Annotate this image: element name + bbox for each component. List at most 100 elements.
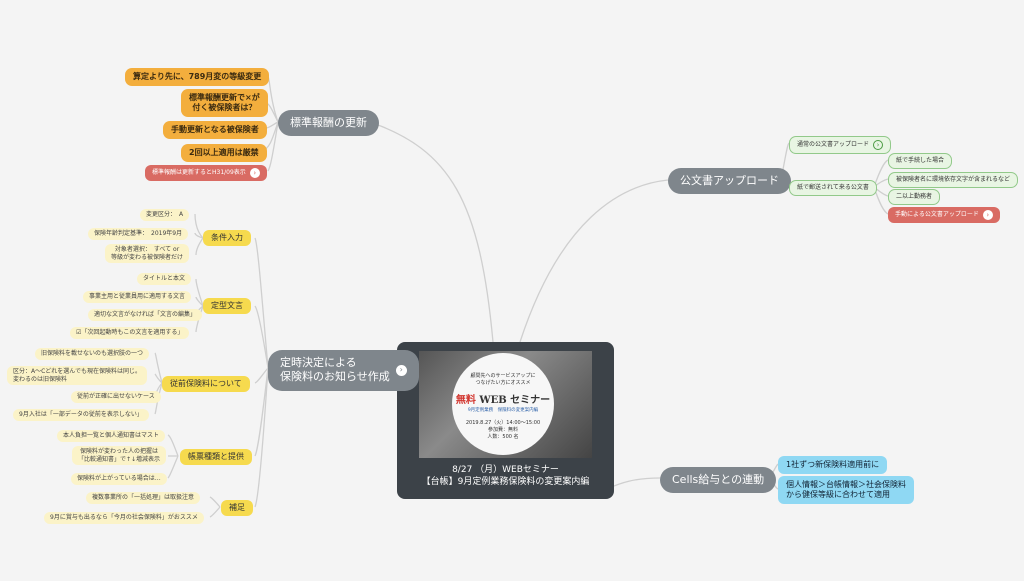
leaf-juzen-b[interactable]: 区分：A～Cどれを選んでも現在保険料は同じ。 変わるのは旧保険料: [7, 366, 147, 385]
subtopic-label: 条件入力: [211, 233, 243, 242]
topic-label-line1: 標準報酬更新で×が: [189, 93, 260, 102]
leaf-kobun-p1[interactable]: 紙で手続した場合: [888, 153, 953, 169]
topic-label: 算定より先に、789月変の等級変更: [133, 72, 262, 81]
seminar-label: WEB セミナー: [479, 395, 551, 406]
topic-standard-o2[interactable]: 標準報酬更新で×が 付く被保険者は？: [181, 89, 268, 117]
center-caption-line1: 8/27 （月）WEBセミナー: [452, 465, 559, 475]
topic-standard-o1[interactable]: 算定より先に、789月変の等級変更: [125, 68, 270, 86]
subtopic-label: 補足: [229, 503, 245, 512]
branch-kobun-label: 公文書アップロード: [680, 174, 779, 187]
leaf-label: ☑「次回起動時もこの文言を適用する」: [76, 329, 184, 336]
branch-teiji-notice[interactable]: 定時決定による 保険料のお知らせ作成 ›: [268, 350, 419, 391]
promo-line-1: 顧問先へのサービスアップに: [470, 373, 536, 379]
leaf-juzen-c[interactable]: 従前が正確に出せないケース: [71, 391, 161, 403]
leaf-label: 本人負担一覧と個人通知書はマスト: [63, 432, 160, 439]
topic-standard-r1[interactable]: 標準報酬は更新するとH31/09表示 ›: [145, 165, 267, 181]
arrow-right-circle-icon[interactable]: ›: [249, 168, 260, 178]
arrow-right-circle-icon[interactable]: ›: [873, 140, 884, 150]
topic-label-line1: 個人情報＞台帳情報＞社会保険料: [786, 480, 906, 489]
arrow-right-circle-icon[interactable]: ›: [395, 364, 407, 376]
seminar-capacity: 人数：500 名: [487, 434, 519, 441]
leaf-label: 二以上勤務者: [896, 193, 933, 200]
leaf-label-line2: 変わるのは旧保険料: [13, 375, 68, 383]
topic-label: 通常の公文書アップロード: [797, 141, 870, 149]
topic-label: 紙で郵送されて来る公文書: [797, 184, 869, 191]
topic-kobun-g2[interactable]: 紙で郵送されて来る公文書: [789, 180, 877, 196]
leaf-label-line1: 対象者選択： すべて or: [114, 246, 180, 253]
leaf-label: 9月入社は「一部データの従前を表示しない」: [19, 411, 143, 418]
branch-cells-label: Cells給与との連動: [672, 473, 765, 486]
leaf-label: 変更区分： A: [146, 211, 184, 218]
leaf-label-line1: 保険料が変わった人の把握は: [80, 448, 159, 455]
branch-teiji-line2: 保険料のお知らせ作成: [280, 370, 390, 384]
leaf-joken-a[interactable]: 変更区分： A: [140, 209, 190, 221]
leaf-label: 事業主用と従業員用に適用する文言: [89, 293, 186, 300]
leaf-chohyo-a[interactable]: 本人負担一覧と個人通知書はマスト: [57, 430, 166, 442]
leaf-label: 従前が正確に出せないケース: [77, 393, 155, 400]
center-caption-line2: 【台帳】9月定例業務保険料の変更案内編: [421, 477, 590, 488]
topic-cells-a[interactable]: 1社ずつ新保険料適用前に: [778, 456, 888, 474]
subtopic-hosoku[interactable]: 補足: [221, 500, 253, 516]
subtopic-label: 従前保険料について: [170, 379, 242, 388]
leaf-joken-c[interactable]: 対象者選択： すべて or 等級が変わる被保険者だけ: [105, 244, 190, 263]
branch-teiji-line1: 定時決定による: [280, 356, 357, 369]
leaf-label-line1: 区分：A～Cどれを選んでも現在保険料は同じ。: [13, 368, 141, 375]
leaf-kobun-p3[interactable]: 二以上勤務者: [888, 189, 941, 205]
topic-label: 手動更新となる被保険者: [171, 125, 259, 134]
topic-label-line2: から健保等級に合わせて適用: [786, 490, 890, 499]
leaf-label: 保険料が上がっている場合は…: [77, 475, 161, 482]
topic-kobun-g1[interactable]: 通常の公文書アップロード ›: [789, 136, 892, 154]
leaf-label: タイトルと本文: [143, 275, 186, 282]
topic-label: 2回以上適用は厳禁: [189, 148, 259, 157]
branch-kobun-upload[interactable]: 公文書アップロード: [668, 168, 791, 194]
seminar-banner-image: 顧問先へのサービスアップに つなげたい方にオススメ 無料 WEB セミナー 9月…: [419, 351, 592, 458]
leaf-hosoku-b[interactable]: 9月に賞与も出るなら「今月の社会保険料」がおススメ: [44, 512, 204, 524]
leaf-kobun-p2[interactable]: 被保険者名に環境依存文字が含まれるなど: [888, 172, 1019, 188]
topic-label: 1社ずつ新保険料適用前に: [786, 460, 880, 469]
leaf-label: 保険年齢判定基準： 2019年9月: [94, 230, 183, 237]
leaf-chohyo-b[interactable]: 保険料が変わった人の把握は 「比較通知書」で↑↓増減表示: [72, 446, 167, 465]
leaf-label: 適切な文言がなければ「文言の編集」: [94, 311, 197, 318]
free-label: 無料: [455, 395, 476, 406]
leaf-kobun-r1[interactable]: 手動による公文書アップロード ›: [888, 207, 1000, 223]
topic-cells-b[interactable]: 個人情報＞台帳情報＞社会保険料 から健保等級に合わせて適用: [778, 476, 914, 504]
leaf-label-line2: 等級が変わる被保険者だけ: [111, 253, 184, 261]
seminar-fee: 参加費：無料: [487, 427, 518, 434]
promo-line-2: つなげたい方にオススメ: [475, 380, 531, 386]
leaf-teikei-d[interactable]: ☑「次回起動時もこの文言を適用する」: [70, 327, 190, 339]
leaf-label: 9月に賞与も出るなら「今月の社会保険料」がおススメ: [50, 514, 198, 521]
leaf-label: 複数事業所の「一括処理」は取扱注意: [92, 494, 195, 501]
leaf-label: 被保険者名に環境依存文字が含まれるなど: [896, 176, 1011, 183]
leaf-juzen-d[interactable]: 9月入社は「一部データの従前を表示しない」: [13, 409, 149, 421]
branch-cells-link[interactable]: Cells給与との連動: [660, 467, 777, 493]
leaf-teikei-b[interactable]: 事業主用と従業員用に適用する文言: [83, 291, 192, 303]
leaf-joken-b[interactable]: 保険年齢判定基準： 2019年9月: [88, 228, 189, 240]
subtopic-juzen[interactable]: 従前保険料について: [162, 376, 250, 392]
subtopic-teikei[interactable]: 定型文言: [203, 298, 251, 314]
leaf-label: 旧保険料を載せないのも選択肢の一つ: [41, 350, 144, 357]
topic-label: 標準報酬は更新するとH31/09表示: [152, 169, 246, 177]
leaf-juzen-a[interactable]: 旧保険料を載せないのも選択肢の一つ: [35, 348, 150, 360]
leaf-teikei-c[interactable]: 適切な文言がなければ「文言の編集」: [88, 309, 203, 321]
branch-standard-label: 標準報酬の更新: [290, 116, 367, 129]
branch-standard-update[interactable]: 標準報酬の更新: [278, 110, 379, 136]
seminar-datetime: 2019.8.27（火）14:00～15:00: [465, 420, 541, 427]
subtopic-label: 定型文言: [211, 301, 243, 310]
center-topic[interactable]: 顧問先へのサービスアップに つなげたい方にオススメ 無料 WEB セミナー 9月…: [397, 342, 614, 499]
subtopic-label: 帳票種類と提供: [188, 452, 244, 461]
leaf-chohyo-c[interactable]: 保険料が上がっている場合は…: [71, 473, 167, 485]
topic-standard-o3[interactable]: 手動更新となる被保険者: [163, 121, 267, 139]
seminar-banner-circle: 顧問先へのサービスアップに つなげたい方にオススメ 無料 WEB セミナー 9月…: [452, 353, 554, 455]
subtopic-joken[interactable]: 条件入力: [203, 230, 251, 246]
leaf-label: 手動による公文書アップロード: [895, 211, 979, 219]
leaf-label: 紙で手続した場合: [896, 157, 945, 164]
leaf-hosoku-a[interactable]: 複数事業所の「一括処理」は取扱注意: [86, 492, 201, 504]
arrow-right-circle-icon[interactable]: ›: [982, 210, 993, 220]
subtopic-chohyo[interactable]: 帳票種類と提供: [180, 449, 252, 465]
seminar-sub-label: 9月定例業務 保険料の変更案内編: [467, 408, 539, 413]
leaf-teikei-a[interactable]: タイトルと本文: [137, 273, 192, 285]
leaf-label-line2: 「比較通知書」で↑↓増減表示: [78, 455, 161, 463]
topic-standard-o4[interactable]: 2回以上適用は厳禁: [181, 144, 267, 162]
topic-label-line2: 付く被保険者は？: [192, 103, 257, 112]
